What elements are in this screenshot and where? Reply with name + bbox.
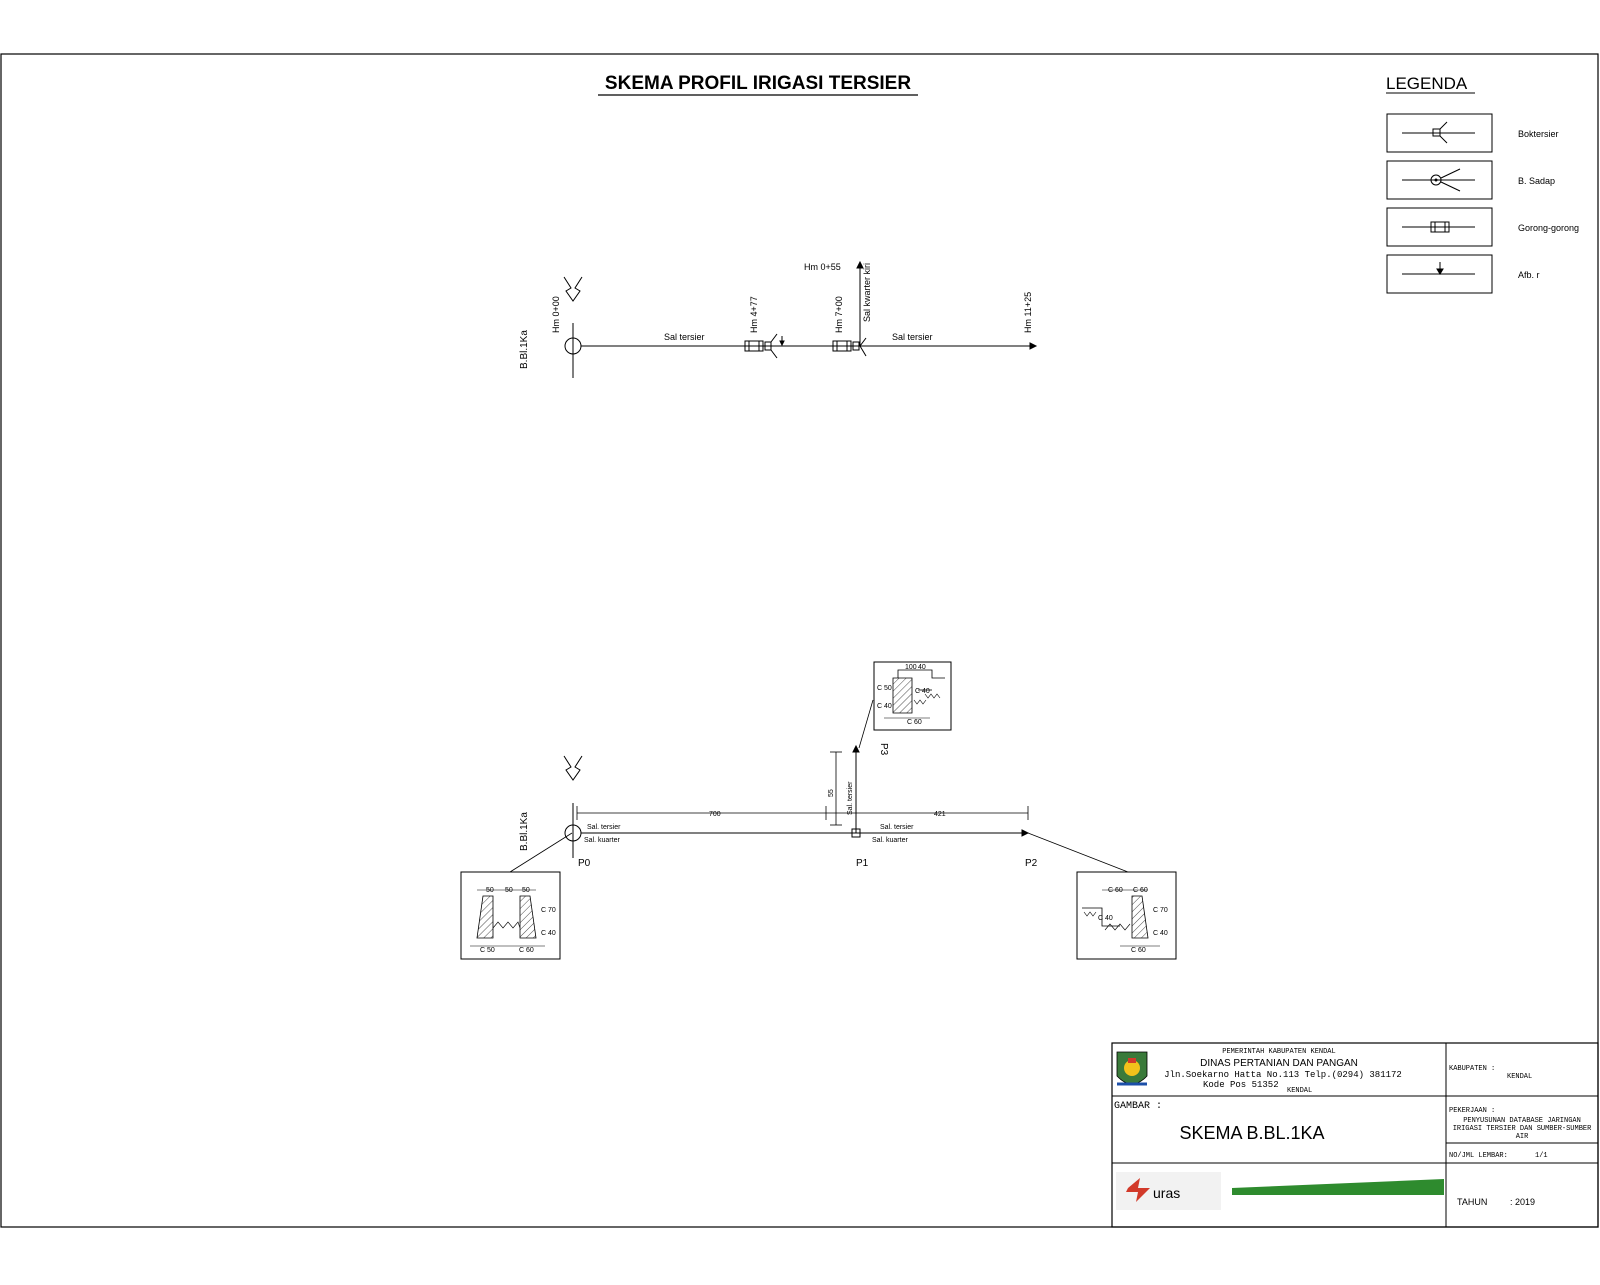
culvert-icon	[832, 340, 852, 352]
section-label: C 40	[915, 688, 930, 695]
legend-box-sadap	[1386, 160, 1493, 200]
green-band	[1232, 1179, 1444, 1188]
culvert-icon	[744, 340, 764, 352]
legend-label-sadap: B. Sadap	[1518, 176, 1555, 186]
section-label: 50	[505, 887, 513, 894]
section-label: C 60	[1133, 887, 1148, 894]
afbouw-arrow-icon	[1402, 262, 1475, 275]
box-tersier-icon	[852, 341, 860, 351]
tb-gambar-label: GAMBAR :	[1114, 1101, 1162, 1112]
green-band	[1232, 1188, 1444, 1195]
tb-city: KENDAL	[1287, 1087, 1312, 1095]
intake-label: B.Bl.1Ka	[519, 330, 530, 369]
section-label: C 60	[1108, 887, 1123, 894]
branch-label: Sal kwarter kiri	[862, 263, 872, 322]
channel-note: Sal. tersier	[880, 824, 914, 831]
section-label: C 50	[480, 947, 495, 954]
section-label: C 60	[907, 719, 922, 726]
section-label: C 40	[877, 703, 892, 710]
title-block: PEMERINTAH KABUPATEN KENDAL DINAS PERTAN…	[1111, 1042, 1599, 1228]
channel-note: Sal. tersier	[587, 824, 621, 831]
legend-box-afbouw	[1386, 254, 1493, 294]
page-title: SKEMA PROFIL IRIGASI TERSIER	[605, 73, 911, 94]
culvert-icon	[1402, 221, 1475, 233]
tb-pekerjaan-line: IRIGASI TERSIER DAN SUMBER-SUMBER	[1453, 1125, 1592, 1133]
legend-box-gorong	[1386, 207, 1493, 247]
drawing-title: SKEMA B.BL.1KA	[1179, 1123, 1324, 1143]
point-label-p3: P3	[878, 743, 889, 756]
section-label: C 40	[1153, 930, 1168, 937]
tb-tahun-label: TAHUN	[1457, 1197, 1487, 1207]
tertiary-scheme	[563, 260, 1038, 378]
tb-kabupaten-label: KABUPATEN :	[1449, 1065, 1495, 1073]
box-tersier-icon	[1402, 121, 1475, 144]
tb-pekerjaan-line: AIR	[1516, 1133, 1529, 1141]
section-label: 50	[486, 887, 494, 894]
section-label: C 70	[541, 907, 556, 914]
legend-label-gorong: Gorong-gorong	[1518, 223, 1579, 233]
point-label-p1: P1	[856, 858, 869, 869]
tb-postal: Kode Pos 51352	[1203, 1080, 1279, 1090]
source-zigzag-icon	[563, 755, 583, 781]
box-tersier-icon	[764, 341, 772, 351]
source-zigzag-icon	[563, 276, 583, 302]
dimension-label: 55	[828, 789, 835, 797]
channel-note: Sal. tersier	[847, 781, 854, 815]
legend-heading: LEGENDA	[1386, 74, 1468, 93]
station-label: Hm 0+00	[551, 296, 561, 333]
legend-box-boktersier	[1386, 113, 1493, 153]
channel-label: Sal tersier	[664, 332, 705, 342]
point-label-p0: P0	[578, 858, 591, 869]
tb-sheet-label: NO/JML LEMBAR:	[1449, 1152, 1508, 1160]
sheet-frame	[0, 53, 1599, 1228]
profile-layout	[509, 699, 1129, 873]
dimension-label: 700	[709, 811, 721, 818]
station-label: Hm 4+77	[749, 296, 759, 333]
tb-gov: PEMERINTAH KABUPATEN KENDAL	[1222, 1048, 1335, 1056]
channel-note: Sal. kuarter	[872, 837, 908, 844]
cross-section-p3: 100 40 C 50 C 40 C 40 C 60	[873, 661, 952, 731]
flow-arrow-icon	[1029, 342, 1038, 350]
station-label: Hm 7+00	[834, 296, 844, 333]
tb-pekerjaan-label: PEKERJAAN :	[1449, 1107, 1495, 1115]
tb-sheet-value: 1/1	[1535, 1152, 1548, 1160]
tb-tahun-value: : 2019	[1510, 1197, 1535, 1207]
legend-label-boktersier: Boktersier	[1518, 129, 1559, 139]
tb-pekerjaan-line: PENYUSUNAN DATABASE JARINGAN	[1463, 1117, 1581, 1125]
section-label: C 40	[1098, 915, 1113, 922]
tb-dept: DINAS PERTANIAN DAN PANGAN	[1200, 1058, 1358, 1069]
section-label: C 60	[519, 947, 534, 954]
channel-label: Sal tersier	[892, 332, 933, 342]
intake-label: B.Bl.1Ka	[519, 812, 530, 851]
tb-kabupaten-value: KENDAL	[1507, 1073, 1532, 1081]
section-label: 100	[905, 664, 917, 671]
section-label: C 40	[541, 930, 556, 937]
channel-note: Sal. kuarter	[584, 837, 620, 844]
dimension-label: 421	[934, 811, 946, 818]
bangunan-sadap-icon	[1402, 168, 1475, 192]
section-label: C 70	[1153, 907, 1168, 914]
consultant-logo-icon: uras	[1116, 1172, 1221, 1210]
cross-section-p0: 50 50 50 C 70 C 40 C 50 C 60	[460, 871, 561, 960]
section-label: C 60	[1131, 947, 1146, 954]
kendal-emblem-icon	[1116, 1051, 1148, 1086]
cross-section-p2: C 60 C 60 C 70 C 40 C 40 C 60	[1076, 871, 1177, 960]
station-label: Hm 0+55	[804, 262, 841, 272]
legend-label-afbouw: Afb. r	[1518, 270, 1540, 280]
box-tersier-icon	[851, 828, 861, 838]
point-label-p2: P2	[1025, 858, 1038, 869]
consultant-logo-text: uras	[1153, 1185, 1180, 1201]
section-label: 40	[918, 664, 926, 671]
legend: LEGENDA Boktersier B. Sadap G	[1386, 74, 1579, 294]
section-label: 50	[522, 887, 530, 894]
station-label: Hm 11+25	[1023, 292, 1033, 333]
section-label: C 50	[877, 685, 892, 692]
tb-address: Jln.Soekarno Hatta No.113 Telp.(0294) 38…	[1164, 1070, 1402, 1080]
